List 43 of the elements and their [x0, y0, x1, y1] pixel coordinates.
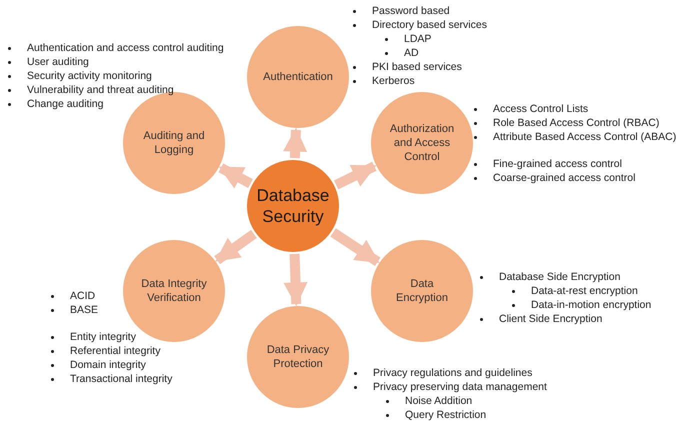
block-arrow — [330, 228, 380, 266]
list-item: BASE — [70, 303, 98, 317]
block-arrow — [334, 162, 377, 190]
node-label: Data Encryption — [395, 277, 449, 305]
list-item: Access Control Lists — [493, 102, 588, 116]
list-item: Entity integrity — [70, 330, 136, 344]
block-arrow — [218, 163, 253, 188]
node-label: Data Privacy Protection — [266, 343, 330, 371]
list-item: Query Restriction — [405, 408, 486, 421]
block-arrow — [214, 230, 257, 264]
list-item: Change auditing — [27, 97, 104, 111]
list-item: Data-in-motion encryption — [531, 298, 652, 312]
node-label: Auditing and Logging — [142, 129, 206, 157]
list-item: Noise Addition — [405, 394, 472, 408]
list-item: AD — [404, 46, 419, 60]
list-item: Privacy preserving data management — [373, 380, 547, 394]
list-item: Vulnerability and threat auditing — [27, 83, 174, 97]
list-item: Directory based services — [372, 18, 487, 32]
list-item: Fine-grained access control — [493, 157, 622, 171]
list-item: Coarse-grained access control — [493, 171, 636, 185]
node-label: Data Integrity Verification — [140, 277, 208, 305]
list-item: Authentication and access control auditing — [27, 41, 224, 55]
list-item: Attribute Based Access Control (ABAC) — [493, 130, 676, 144]
list-item: LDAP — [404, 32, 432, 46]
list-item: ACID — [70, 289, 96, 303]
list-item: Client Side Encryption — [499, 312, 602, 326]
list-item: Transactional integrity — [70, 372, 172, 386]
list-item: Data-at-rest encryption — [531, 284, 638, 298]
list-item: Privacy regulations and guidelines — [373, 366, 532, 380]
list-item: PKI based services — [372, 60, 462, 74]
list-item: Security activity monitoring — [27, 69, 152, 83]
list-item: Password based — [372, 4, 450, 18]
list-item: Database Side Encryption — [499, 270, 620, 284]
list-item: Role Based Access Control (RBAC) — [493, 116, 660, 130]
block-arrow — [284, 254, 308, 306]
list-item: Kerberos — [372, 74, 415, 88]
node-label: Authentication — [262, 70, 334, 84]
node-label: Authorization and Access Control — [388, 122, 456, 164]
node-label: Database Security — [256, 185, 330, 227]
list-item: User auditing — [27, 55, 89, 69]
list-item: Domain integrity — [70, 358, 146, 372]
block-arrow — [283, 128, 308, 158]
list-item: Referential integrity — [70, 344, 160, 358]
